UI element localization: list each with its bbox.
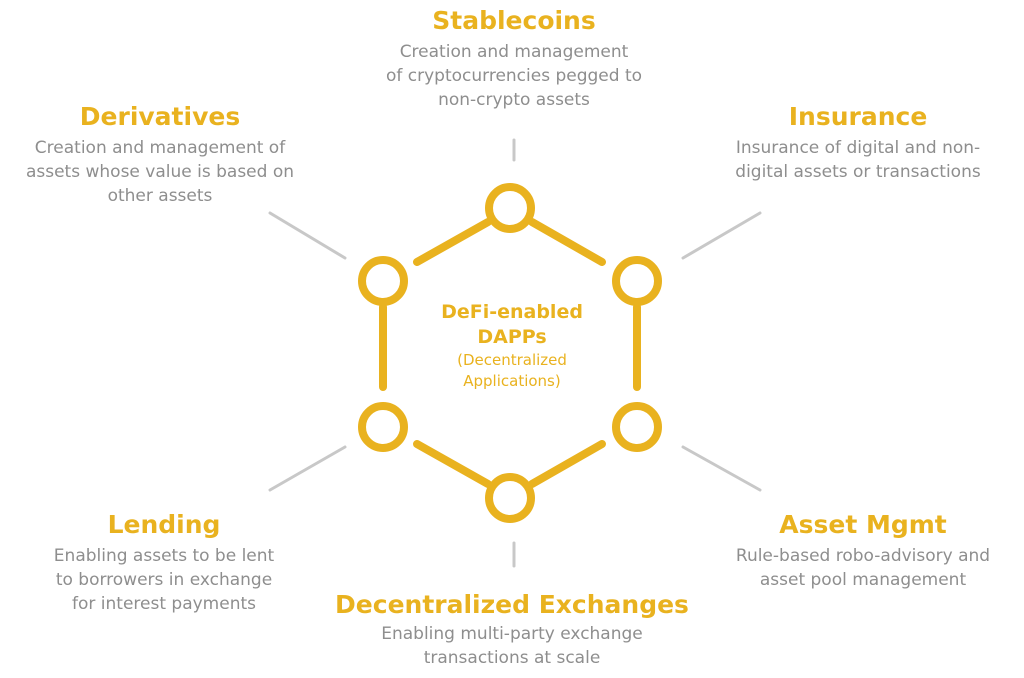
hex-node-lower-left	[358, 402, 408, 452]
dex-title: Decentralized Exchanges	[335, 590, 689, 619]
stablecoins-block: Stablecoins Creation and management of c…	[334, 6, 694, 112]
lending-title: Lending	[107, 510, 221, 539]
connector-derivatives	[268, 211, 347, 260]
connector-insurance	[681, 211, 762, 260]
hex-node-upper-left	[358, 256, 408, 306]
insurance-description: Insurance of digital and non- digital as…	[735, 138, 981, 182]
hex-node-bottom	[485, 473, 535, 523]
hex-node-top	[485, 183, 535, 233]
dex-description: Enabling multi-party exchange transactio…	[381, 624, 643, 668]
center-title-line2: DAPPs	[477, 326, 547, 348]
hex-edge-bottom-right	[528, 440, 606, 488]
center-title-line1: DeFi-enabled	[441, 301, 583, 323]
hex-edge-bottom-left	[413, 440, 492, 488]
asset-mgmt-description: Rule-based robo-advisory and asset pool …	[735, 546, 991, 590]
asset-mgmt-block: Asset Mgmt Rule-based robo-advisory and …	[706, 510, 1020, 592]
insurance-title: Insurance	[788, 102, 928, 131]
lending-block: Lending Enabling assets to be lent to bo…	[24, 510, 304, 616]
hex-node-lower-right	[612, 402, 662, 452]
connector-lending	[268, 445, 347, 492]
center-label: DeFi-enabled DAPPs (Decentralized Applic…	[412, 300, 612, 392]
center-subtitle-line2: Applications)	[463, 372, 561, 390]
derivatives-block: Derivatives Creation and management of a…	[4, 102, 316, 208]
derivatives-description: Creation and management of assets whose …	[25, 138, 295, 206]
hex-node-upper-right	[612, 256, 662, 306]
dex-block: Decentralized Exchanges Enabling multi-p…	[312, 590, 712, 670]
asset-mgmt-title: Asset Mgmt	[779, 510, 947, 539]
lending-description: Enabling assets to be lent to borrowers …	[53, 546, 275, 614]
connector-asset-mgmt	[681, 445, 762, 492]
stablecoins-title: Stablecoins	[432, 6, 596, 35]
center-subtitle-line1: (Decentralized	[457, 351, 567, 369]
hex-edge-top-right	[528, 218, 606, 266]
hex-edge-top-left	[413, 218, 492, 266]
insurance-block: Insurance Insurance of digital and non- …	[708, 102, 1008, 184]
derivatives-title: Derivatives	[79, 102, 241, 131]
stablecoins-description: Creation and management of cryptocurrenc…	[385, 42, 643, 110]
